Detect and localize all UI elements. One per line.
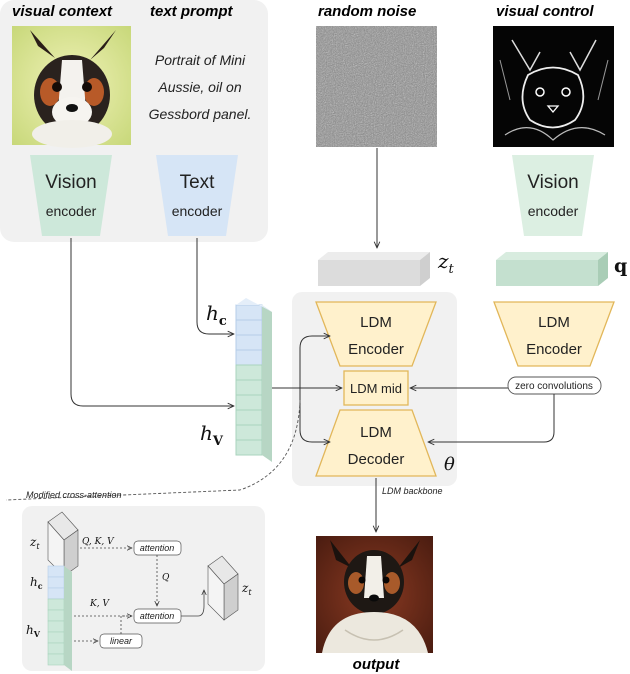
cross-attn-hc-label: hc: [30, 575, 43, 591]
ldm-encoder: [315, 301, 437, 367]
cross-attn-zt-out-label: zt: [241, 581, 252, 597]
prompt-line-3: Gessbord panel.: [149, 106, 252, 122]
vision-encoder-left-title: Vision: [45, 172, 96, 193]
text-prompt-label: text prompt: [150, 3, 234, 20]
zt-label: zt: [437, 249, 455, 277]
cross-attn-h-stack: [47, 565, 72, 671]
visual-context-label: visual context: [12, 3, 113, 20]
ldm-backbone-label: LDM backbone: [382, 486, 443, 496]
h-stack: [235, 298, 272, 462]
h-to-encoder-arrow: [299, 336, 330, 388]
prompt-line-2: Aussie, oil on: [157, 79, 241, 95]
ldm-mid: [343, 370, 409, 406]
cross-attn-connector: [5, 399, 301, 501]
text-encoder: [156, 155, 238, 236]
ldm-mid-label: LDM mid: [350, 381, 402, 396]
control-slab: [496, 252, 608, 286]
cross-attn-linear-label: linear: [110, 636, 133, 646]
hv-label: hV: [200, 421, 224, 449]
output-image: [316, 536, 433, 653]
control-ldm-encoder-line2: Encoder: [526, 341, 582, 358]
cross-attn-attention-top: [133, 540, 182, 556]
ldm-encoder-line2: Encoder: [348, 341, 404, 358]
latent-slab: [318, 252, 430, 286]
cross-attn-hv-label: hV: [26, 623, 41, 639]
q-label: q: [614, 255, 627, 277]
cross-attn-out-arrow: [181, 590, 204, 617]
vision-encoder-right-sub: encoder: [528, 203, 579, 219]
ldm-decoder-line2: Decoder: [348, 451, 405, 468]
cross-attn-zt-in-label: zt: [29, 535, 40, 551]
cross-attn-zt-out-block: [207, 555, 239, 621]
vision-encoder-right: [512, 155, 594, 236]
cross-attn-panel: [22, 506, 265, 671]
vision-encoder-left-sub: encoder: [46, 203, 97, 219]
cross-attn-attention-bottom-label: attention: [140, 611, 175, 621]
h-to-decoder-arrow: [299, 388, 330, 442]
cross-attn-attention-top-label: attention: [140, 543, 175, 553]
visual-control-image: [493, 26, 614, 147]
visual-control-label: visual control: [496, 3, 594, 20]
zero-conv-label: zero convolutions: [515, 381, 593, 392]
theta-label: θ: [444, 454, 455, 475]
text-encoder-title: Text: [180, 172, 216, 193]
hc-label: hc: [206, 301, 227, 329]
text-to-hc-arrow: [196, 238, 234, 334]
prompt-line-1: Portrait of Mini: [155, 52, 246, 68]
cross-attn-q-label: Q: [162, 573, 170, 583]
vision-encoder-left: [30, 155, 112, 236]
output-label: output: [353, 656, 401, 673]
cross-attn-title: Modified cross-attention: [26, 490, 122, 500]
text-encoder-sub: encoder: [172, 203, 223, 219]
vision-encoder-right-title: Vision: [527, 172, 578, 193]
zeroconv-to-decoder-arrow: [428, 394, 555, 442]
vision-to-hv-arrow: [70, 238, 234, 406]
ldm-decoder-line1: LDM: [360, 424, 392, 441]
ldm-decoder: [315, 409, 437, 477]
visual-context-image: [12, 26, 131, 148]
ldm-encoder-line1: LDM: [360, 314, 392, 331]
random-noise-label: random noise: [318, 3, 416, 20]
cross-attn-linear-to-attention: [120, 615, 132, 634]
control-ldm-encoder: [493, 301, 615, 367]
control-ldm-encoder-line1: LDM: [538, 314, 570, 331]
random-noise-image: [316, 26, 437, 147]
cross-attn-qkv-label: Q, K, V: [82, 537, 115, 547]
cross-attn-kv-label: K, V: [89, 599, 110, 609]
